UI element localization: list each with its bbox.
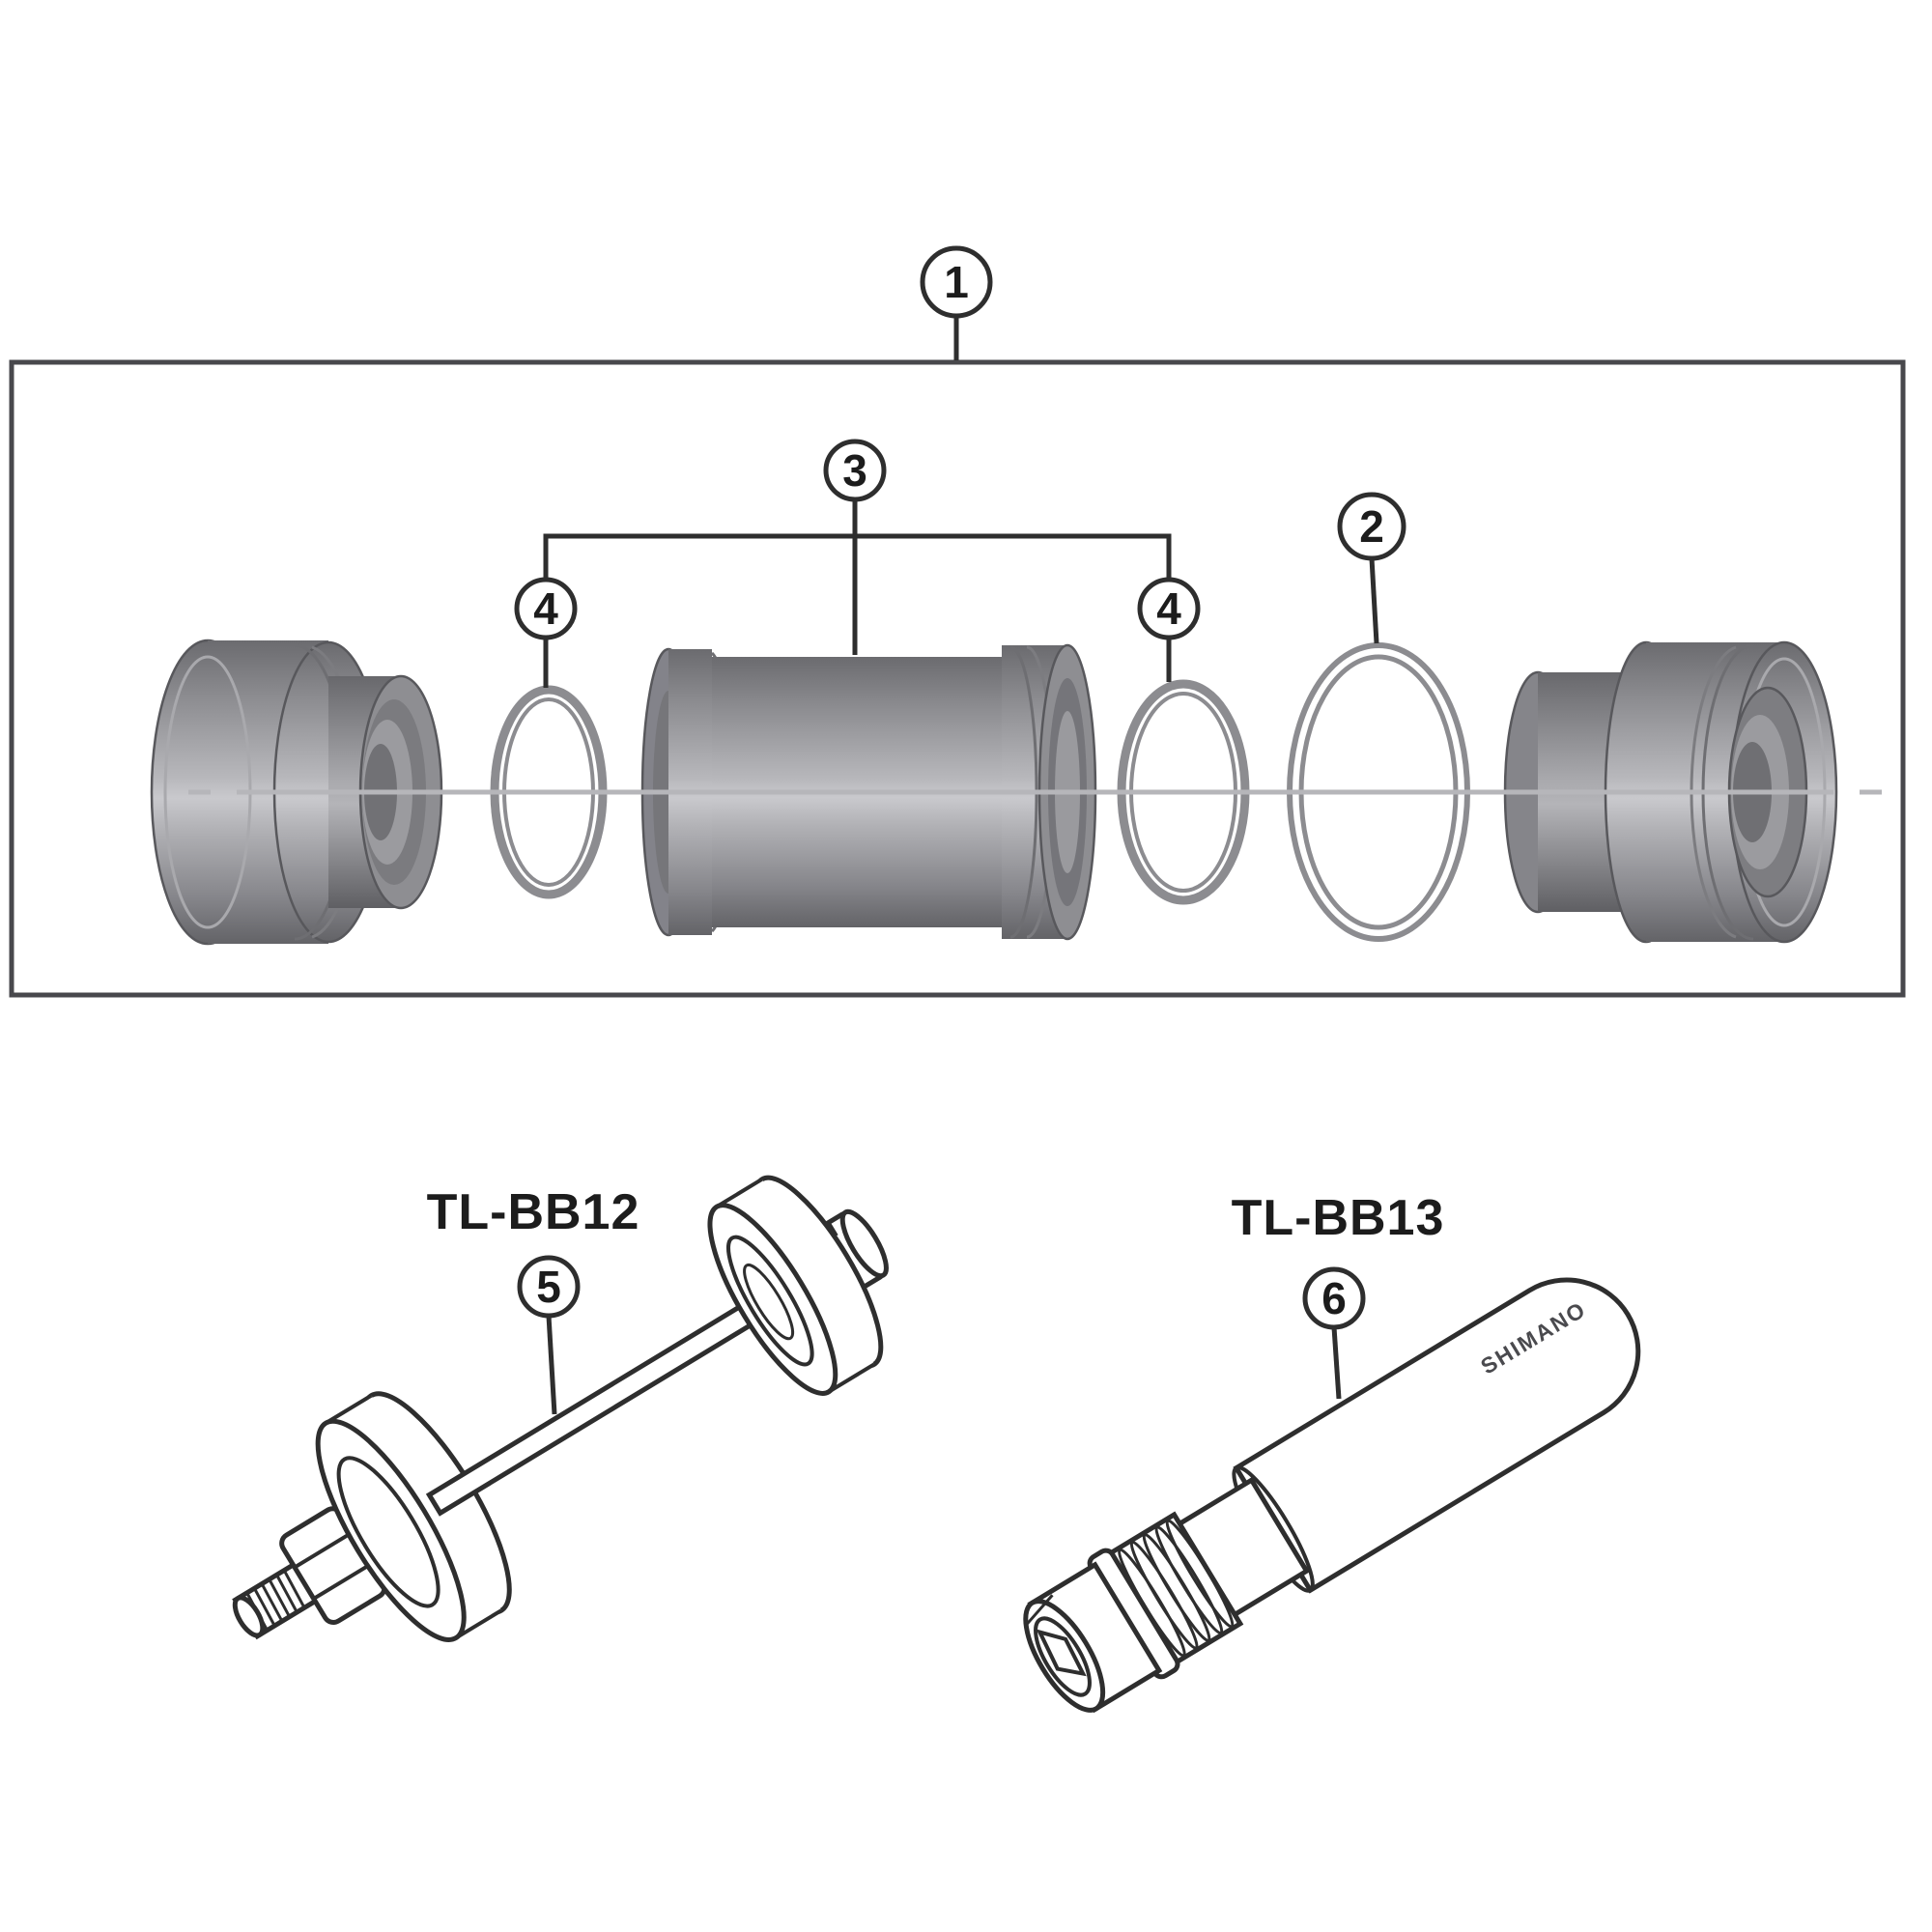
callout-4-left: 4: [514, 577, 578, 640]
thread-lines: [246, 1571, 305, 1630]
callout-3: 3: [823, 439, 887, 502]
socket-head: [1023, 1561, 1163, 1714]
callout-1: 1: [920, 245, 993, 319]
callout-4-right-number: 4: [1156, 583, 1181, 634]
tool-shaft: [425, 1287, 781, 1517]
callout-1-number: 1: [944, 257, 969, 307]
tool-tube: [1233, 1277, 1641, 1594]
callout-2: 2: [1337, 492, 1406, 561]
leader-6: [1331, 1326, 1342, 1400]
leader-2: [1369, 557, 1379, 644]
label-tl-bb13: TL-BB13: [1232, 1190, 1445, 1246]
callout-2-number: 2: [1359, 501, 1384, 552]
callout-6: 6: [1302, 1266, 1366, 1330]
square-drive-hole: [1036, 1629, 1087, 1677]
callout-4-right: 4: [1137, 577, 1201, 640]
callout-6-number: 6: [1321, 1273, 1347, 1323]
callout-5-number: 5: [536, 1262, 561, 1312]
leader-5: [546, 1315, 557, 1415]
tool-tl-bb12: [232, 1175, 889, 1642]
callout-4-left-number: 4: [533, 583, 558, 634]
bracket-3: [543, 499, 1172, 655]
label-tl-bb12: TL-BB12: [427, 1184, 640, 1240]
callout-3-number: 3: [842, 445, 867, 496]
callout-5: 5: [517, 1255, 581, 1319]
flange-disc: [707, 1175, 889, 1396]
ribbed-collar: [1104, 1511, 1244, 1667]
tool-tl-bb13: SHIMANO: [1023, 1277, 1641, 1714]
